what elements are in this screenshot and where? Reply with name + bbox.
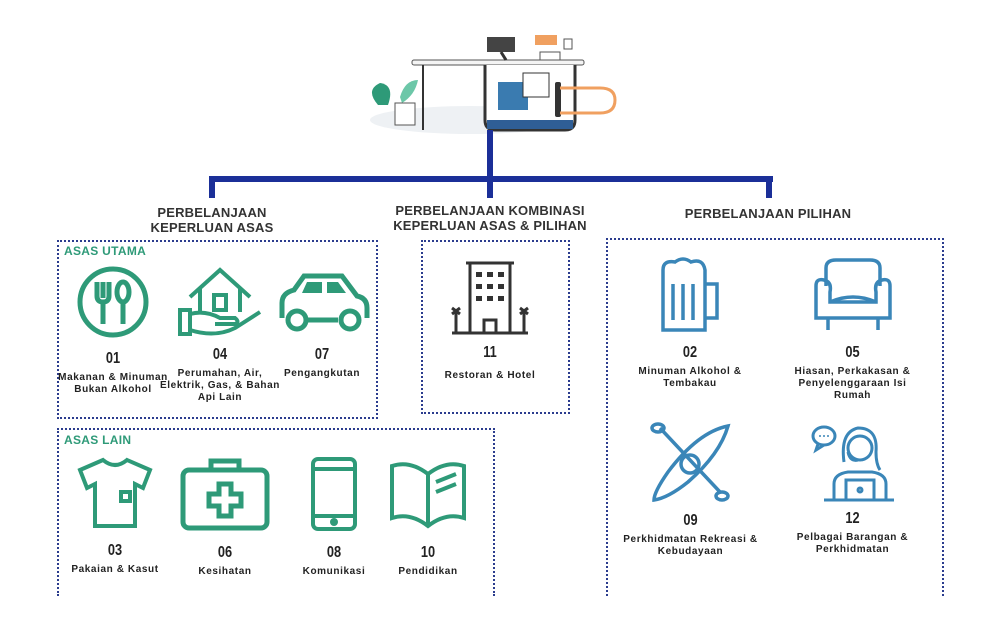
heading-basic-expenditure: PERBELANJAAN KEPERLUAN ASAS bbox=[112, 205, 312, 235]
kayak-icon bbox=[649, 422, 730, 503]
category-number: 07 bbox=[314, 346, 330, 363]
heading-line: KEPERLUAN ASAS & PILIHAN bbox=[393, 218, 587, 233]
category-number: 10 bbox=[420, 544, 436, 561]
tree-drop-line-basic bbox=[209, 176, 215, 198]
car-icon bbox=[279, 273, 370, 332]
category-number: 04 bbox=[212, 346, 228, 363]
tree-drop-line-combined bbox=[487, 176, 493, 198]
heading-line: KEPERLUAN ASAS bbox=[150, 220, 274, 235]
category-number: 09 bbox=[683, 512, 698, 529]
category-item: 10 Pendidikan bbox=[368, 456, 488, 578]
category-number: 03 bbox=[107, 542, 123, 559]
category-item: 11 Restoran & Hotel bbox=[430, 258, 550, 382]
hotel-icon bbox=[451, 261, 529, 335]
category-item: 03 Pakaian & Kasut bbox=[55, 456, 175, 576]
category-item: 12 Pelbagai Barangan & Perkhidmatan bbox=[780, 422, 925, 556]
tree-trunk-line bbox=[487, 130, 493, 182]
asas-lain-label: ASAS LAIN bbox=[64, 433, 132, 447]
phone-icon bbox=[311, 457, 357, 531]
category-number: 02 bbox=[682, 344, 698, 361]
category-label: Pelbagai Barangan & Perkhidmatan bbox=[796, 532, 909, 555]
category-label: Perumahan, Air, Elektrik, Gas, & Bahan A… bbox=[160, 368, 280, 403]
heading-line: PERBELANJAAN PILIHAN bbox=[684, 206, 852, 221]
category-label: Pendidikan bbox=[398, 566, 458, 577]
category-item: 04 Perumahan, Air, Elektrik, Gas, & Baha… bbox=[160, 262, 280, 404]
category-number: 12 bbox=[845, 510, 860, 527]
armchair-icon bbox=[813, 258, 892, 330]
category-number: 05 bbox=[845, 344, 860, 361]
category-item: 07 Pengangkutan bbox=[262, 268, 382, 380]
category-item: 06 Kesihatan bbox=[165, 456, 285, 578]
category-label: Perkhidmatan Rekreasi & Kebudayaan bbox=[623, 534, 758, 557]
kombinasi-box bbox=[421, 240, 570, 414]
category-label: Hiasan, Perkakasan & Penyelenggaraan Isi… bbox=[794, 366, 911, 401]
category-item: 05 Hiasan, Perkakasan & Penyelenggaraan … bbox=[780, 256, 925, 402]
category-number: 08 bbox=[326, 544, 342, 561]
asas-utama-box bbox=[57, 240, 378, 419]
asas-utama-label: ASAS UTAMA bbox=[64, 244, 147, 258]
food-plate-icon bbox=[77, 266, 149, 338]
medical-kit-icon bbox=[180, 458, 270, 531]
category-item: 08 Komunikasi bbox=[274, 456, 394, 578]
category-label: Pakaian & Kasut bbox=[71, 564, 159, 575]
category-number: 11 bbox=[483, 344, 497, 361]
heading-combined-expenditure: PERBELANJAAN KOMBINASI KEPERLUAN ASAS & … bbox=[370, 203, 610, 233]
category-item: 02 Minuman Alkohol & Tembakau bbox=[630, 256, 750, 390]
customer-service-icon bbox=[811, 425, 894, 502]
category-number: 06 bbox=[217, 544, 233, 561]
beer-mug-icon bbox=[661, 257, 719, 332]
category-item: 09 Perkhidmatan Rekreasi & Kebudayaan bbox=[608, 422, 773, 558]
category-label: Restoran & Hotel bbox=[444, 370, 536, 381]
category-label: Kesihatan bbox=[198, 566, 252, 577]
house-hand-icon bbox=[178, 267, 262, 336]
checkout-counter-illustration bbox=[370, 35, 617, 134]
shirt-icon bbox=[77, 457, 153, 528]
tree-drop-line-optional bbox=[766, 176, 772, 198]
category-item: 01 Makanan & Minuman Bukan Alkohol bbox=[53, 266, 173, 396]
heading-line: PERBELANJAAN bbox=[157, 205, 267, 220]
category-label: Minuman Alkohol & Tembakau bbox=[638, 366, 742, 389]
category-number: 01 bbox=[105, 350, 121, 367]
book-icon bbox=[390, 462, 466, 529]
category-label: Komunikasi bbox=[302, 566, 366, 577]
category-label: Pengangkutan bbox=[283, 368, 361, 379]
heading-line: PERBELANJAAN KOMBINASI bbox=[395, 203, 585, 218]
asas-lain-box bbox=[57, 428, 495, 596]
heading-optional-expenditure: PERBELANJAAN PILIHAN bbox=[648, 206, 888, 221]
category-label: Makanan & Minuman Bukan Alkohol bbox=[58, 372, 168, 395]
pilihan-box bbox=[606, 238, 944, 596]
